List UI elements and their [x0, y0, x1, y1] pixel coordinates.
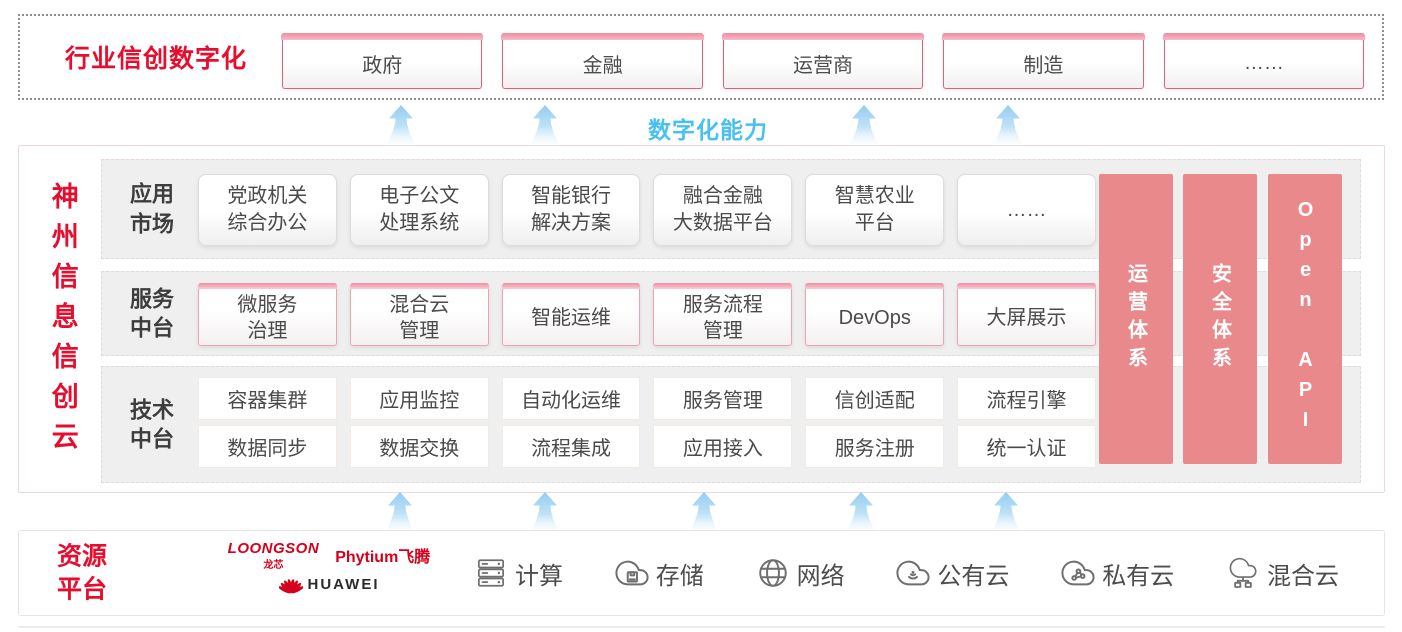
up-arrow-icon	[526, 492, 564, 532]
resource-items: 计算 存储	[474, 531, 1339, 615]
resource-item-label: 公有云	[937, 562, 1010, 590]
service-item: 大屏展示	[957, 283, 1096, 346]
tech-item: 应用接入	[653, 425, 793, 468]
app-item: 电子公文 处理系统	[349, 174, 489, 246]
resource-item-label: 混合云	[1266, 562, 1339, 590]
hybrid-cloud-icon	[1229, 557, 1257, 588]
up-arrow-icon	[845, 105, 883, 145]
row-label: 技术 中台	[129, 396, 174, 452]
resource-item-label: 计算	[515, 562, 563, 590]
industry-box-more: ……	[1162, 33, 1366, 89]
resource-item-label: 私有云	[1102, 562, 1175, 590]
service-item: 微服务 治理	[198, 283, 337, 346]
up-arrow-icon	[382, 105, 420, 145]
up-arrow-icon	[842, 492, 880, 532]
application-items: 党政机关 综合办公 电子公文 处理系统 智能银行 解决方案 融合金融 大数据平台…	[198, 174, 1096, 246]
row-tech-platform: 技术 中台 容器集群 应用监控 自动化运维 服务管理 信创适配 流程引擎 数据同…	[101, 366, 1361, 483]
resource-item-label: 存储	[655, 562, 704, 590]
vendor-logos: LOONGSON 龙芯 Phytium飞腾	[219, 540, 439, 594]
app-item: 智能银行 解决方案	[501, 174, 641, 246]
loongson-logo-text: LOONGSON	[227, 540, 320, 557]
tech-item: 应用监控	[349, 377, 489, 420]
industry-box-manufacturing: 制造	[942, 33, 1146, 89]
tech-item: 数据交换	[349, 425, 489, 468]
platform-title: 神州信息信创云	[47, 182, 78, 462]
resource-item-private-cloud: 私有云	[1061, 556, 1174, 591]
app-item: 智慧农业 平台	[805, 174, 945, 246]
tech-item: 统一认证	[957, 425, 1096, 468]
service-item: 服务流程 管理	[653, 283, 793, 346]
tech-item: 流程引擎	[957, 377, 1096, 420]
up-arrow-icon	[526, 105, 564, 145]
tech-items-row1: 容器集群 应用监控 自动化运维 服务管理 信创适配 流程引擎	[198, 377, 1096, 420]
compute-icon	[478, 559, 504, 587]
network-icon	[758, 559, 787, 587]
resource-platform-box: 资源 平台 LOONGSON 龙芯 Phytium飞腾	[18, 530, 1385, 616]
resource-item-label: 网络	[796, 562, 845, 590]
row-label: 服务 中台	[129, 285, 174, 341]
row-label: 应用 市场	[129, 181, 174, 236]
app-item-more: ……	[957, 174, 1096, 246]
industry-row: 政府 金融 运营商 制造 ……	[280, 33, 1366, 89]
up-arrow-icon	[381, 492, 419, 532]
pillar-operations: 运营体系	[1099, 174, 1173, 464]
service-item: DevOps	[805, 283, 945, 346]
pillar-open-api: Open API	[1268, 174, 1342, 464]
public-cloud-icon	[896, 560, 930, 586]
up-arrow-icon	[989, 105, 1027, 145]
tech-item: 容器集群	[198, 377, 337, 420]
pillar-security: 安全体系	[1183, 174, 1257, 464]
tech-item: 信创适配	[805, 377, 945, 420]
tech-item: 流程集成	[501, 425, 641, 468]
tech-item: 自动化运维	[501, 377, 641, 420]
resource-item-storage: 存储	[615, 556, 704, 591]
resource-item-compute: 计算	[474, 556, 563, 591]
resource-item-network: 网络	[756, 556, 845, 591]
phytium-logo: Phytium飞腾	[335, 549, 431, 566]
service-item: 智能运维	[501, 283, 641, 346]
service-items: 微服务 治理 混合云 管理 智能运维 服务流程 管理 DevOps 大屏展示	[198, 283, 1096, 346]
tech-items-row2: 数据同步 数据交换 流程集成 应用接入 服务注册 统一认证	[198, 425, 1096, 468]
resource-item-public-cloud: 公有云	[896, 556, 1009, 591]
up-arrow-icon	[987, 492, 1025, 532]
tech-item: 服务注册	[805, 425, 945, 468]
tech-item: 服务管理	[653, 377, 793, 420]
industry-box-government: 政府	[280, 33, 484, 89]
platform-box: 神州信息信创云 应用 市场 党政机关 综合办公 电子公文 处理系统 智能银行 解…	[18, 145, 1385, 493]
resource-title: 资源 平台	[57, 542, 108, 604]
industry-box-operator: 运营商	[721, 33, 925, 89]
resource-item-hybrid-cloud: 混合云	[1226, 556, 1339, 591]
private-cloud-icon	[1061, 560, 1095, 586]
loongson-logo: LOONGSON 龙芯	[228, 540, 320, 571]
industry-box-finance: 金融	[501, 33, 705, 89]
tech-item: 数据同步	[198, 425, 337, 468]
loongson-logo-cn: 龙芯	[263, 560, 284, 571]
up-arrow-icon	[685, 492, 723, 532]
industry-band-title: 行业信创数字化	[65, 45, 248, 73]
bottom-divider	[18, 626, 1385, 628]
service-item: 混合云 管理	[349, 283, 489, 346]
huawei-logo-text: HUAWEI	[307, 575, 380, 593]
huawei-flower-icon	[278, 579, 303, 594]
industry-band: 行业信创数字化 政府 金融 运营商 制造 ……	[18, 14, 1384, 100]
app-item: 融合金融 大数据平台	[653, 174, 793, 246]
capability-label: 数字化能力	[648, 117, 768, 143]
storage-icon	[615, 560, 649, 586]
app-item: 党政机关 综合办公	[198, 174, 337, 246]
huawei-logo: HUAWEI	[219, 574, 439, 594]
